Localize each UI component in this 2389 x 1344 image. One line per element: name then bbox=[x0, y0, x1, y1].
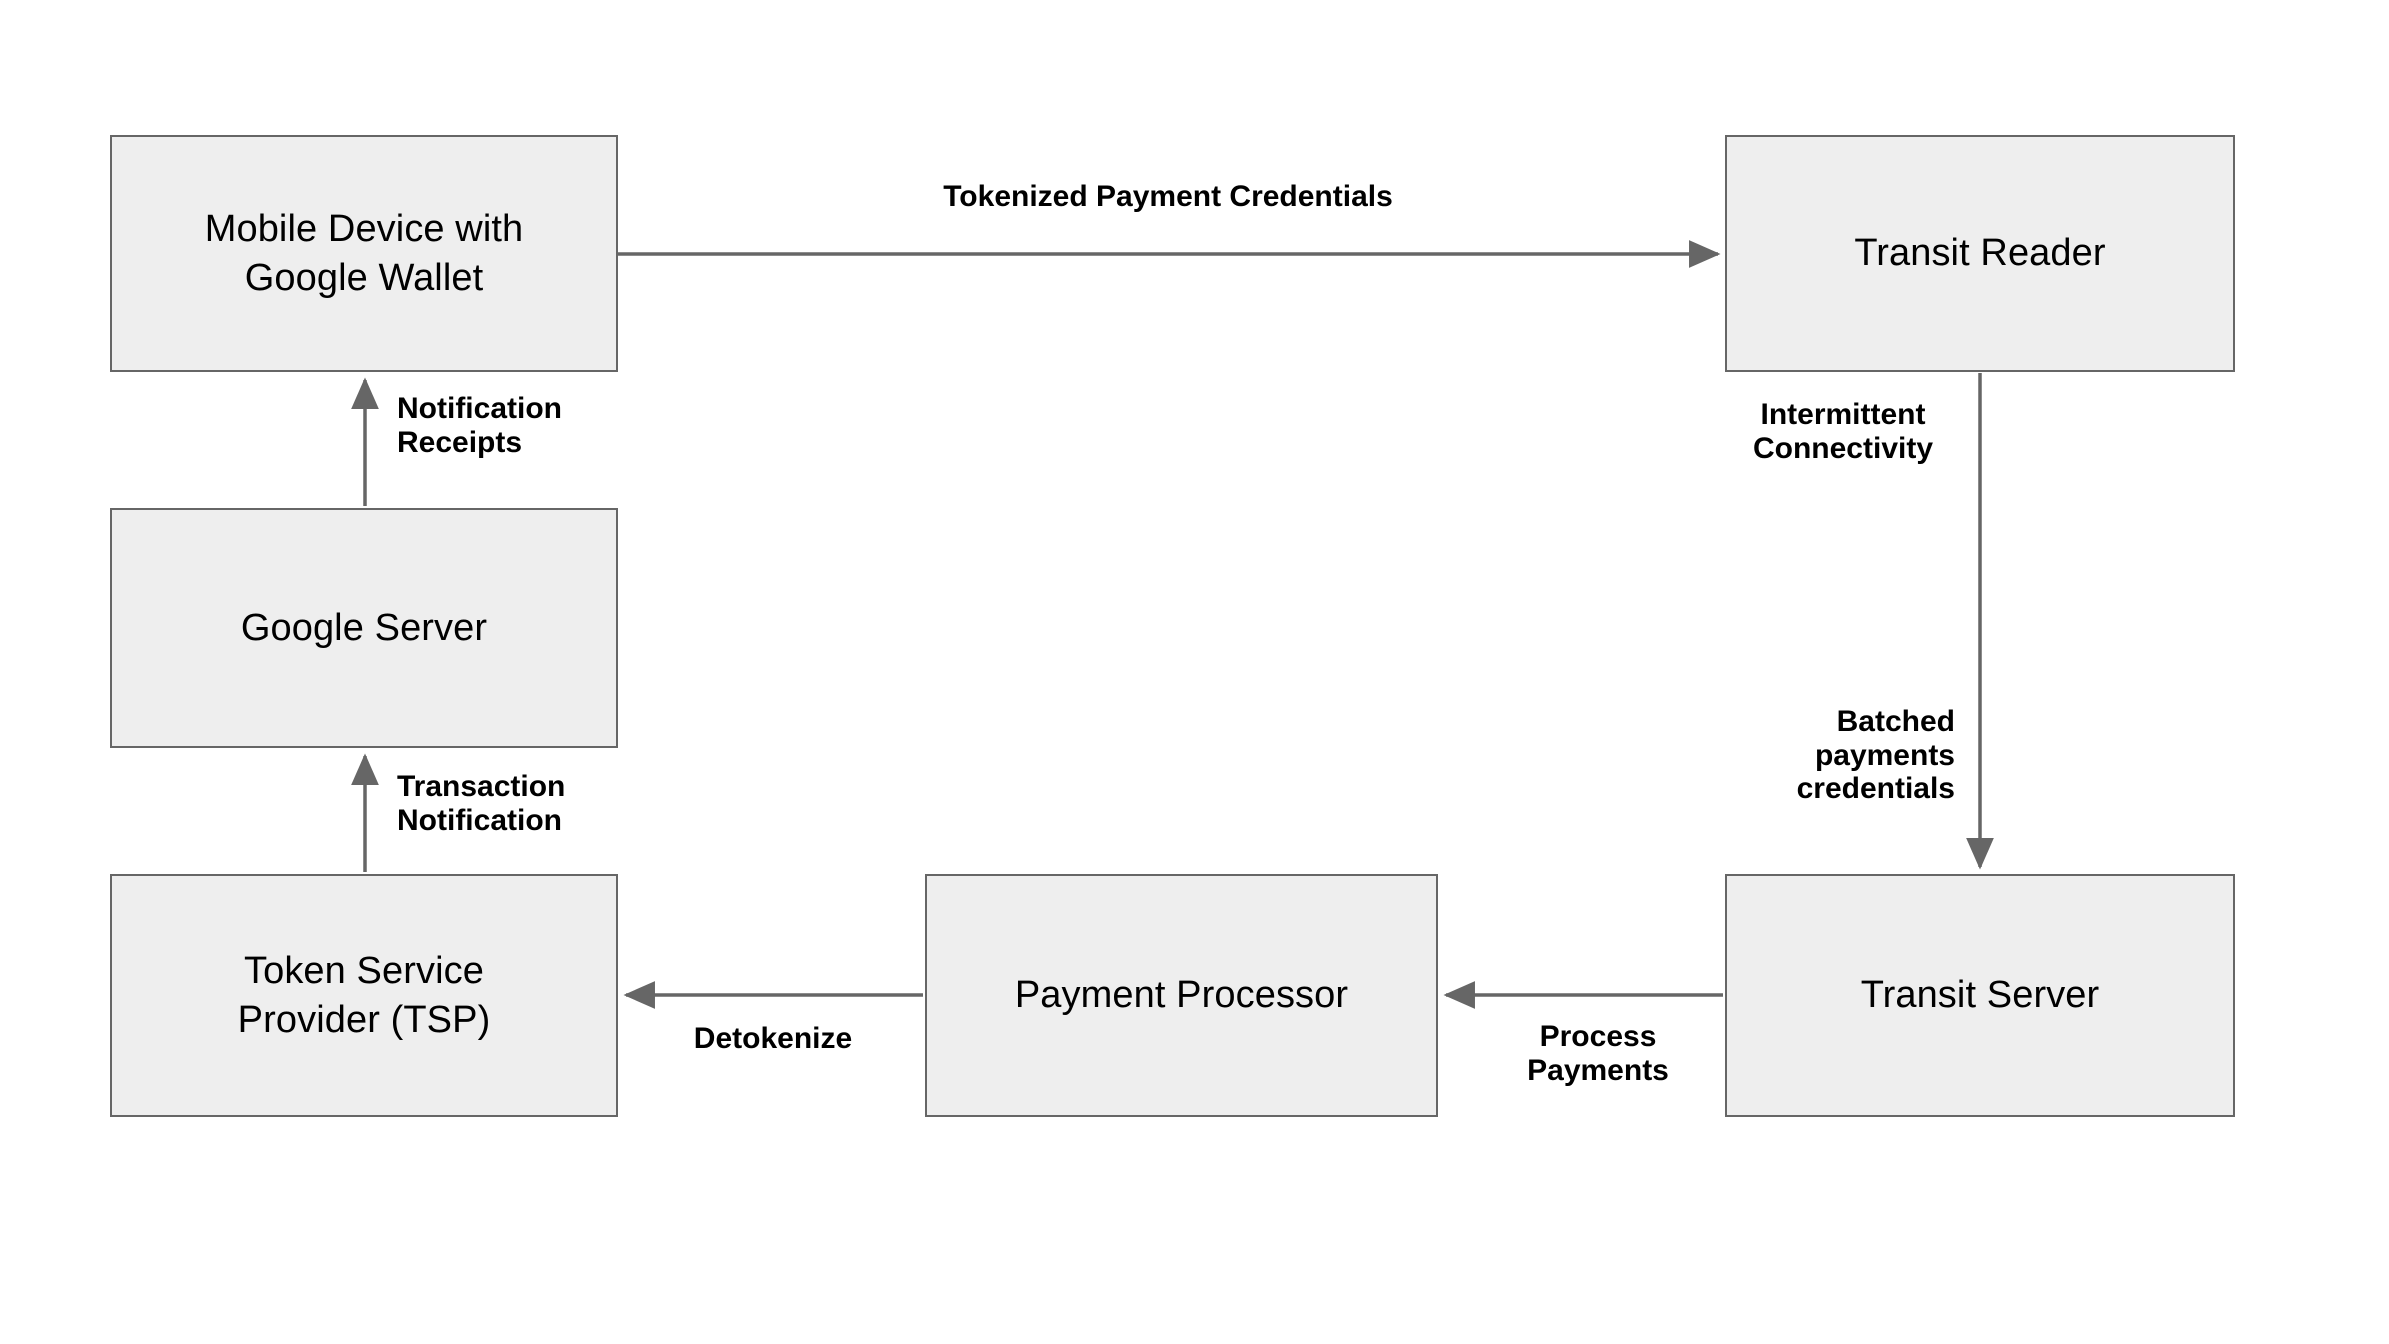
edge-label-notification-receipts: Notification Receipts bbox=[397, 392, 562, 459]
edge-label-intermittent-connectivity: Intermittent Connectivity bbox=[1752, 398, 1934, 465]
node-google-server-label: Google Server bbox=[240, 606, 488, 649]
node-mobile-device-label: Mobile Device with Google Wallet bbox=[204, 207, 524, 299]
node-google-server[interactable]: Google Server bbox=[110, 508, 618, 748]
node-transit-server-label: Transit Server bbox=[1860, 974, 2100, 1017]
node-token-service-provider[interactable]: Token Service Provider (TSP) bbox=[110, 874, 618, 1117]
node-mobile-device-with-google-wallet[interactable]: Mobile Device with Google Wallet bbox=[110, 135, 618, 372]
edge-label-transaction-notification: Transaction Notification bbox=[397, 770, 566, 837]
edge-label-process-payments: Process Payments bbox=[1527, 1020, 1669, 1087]
node-token-service-provider-label: Token Service Provider (TSP) bbox=[237, 949, 491, 1041]
node-transit-server[interactable]: Transit Server bbox=[1725, 874, 2235, 1117]
edge-label-tokenized-payment-credentials: Tokenized Payment Credentials bbox=[943, 180, 1393, 213]
node-transit-reader-label: Transit Reader bbox=[1854, 232, 2106, 275]
node-transit-reader[interactable]: Transit Reader bbox=[1725, 135, 2235, 372]
edge-label-detokenize: Detokenize bbox=[693, 1022, 853, 1055]
edge-label-batched-payments-credentials: Batched payments credentials bbox=[1796, 705, 1955, 806]
node-payment-processor-label: Payment Processor bbox=[1014, 974, 1349, 1017]
node-payment-processor[interactable]: Payment Processor bbox=[925, 874, 1438, 1117]
